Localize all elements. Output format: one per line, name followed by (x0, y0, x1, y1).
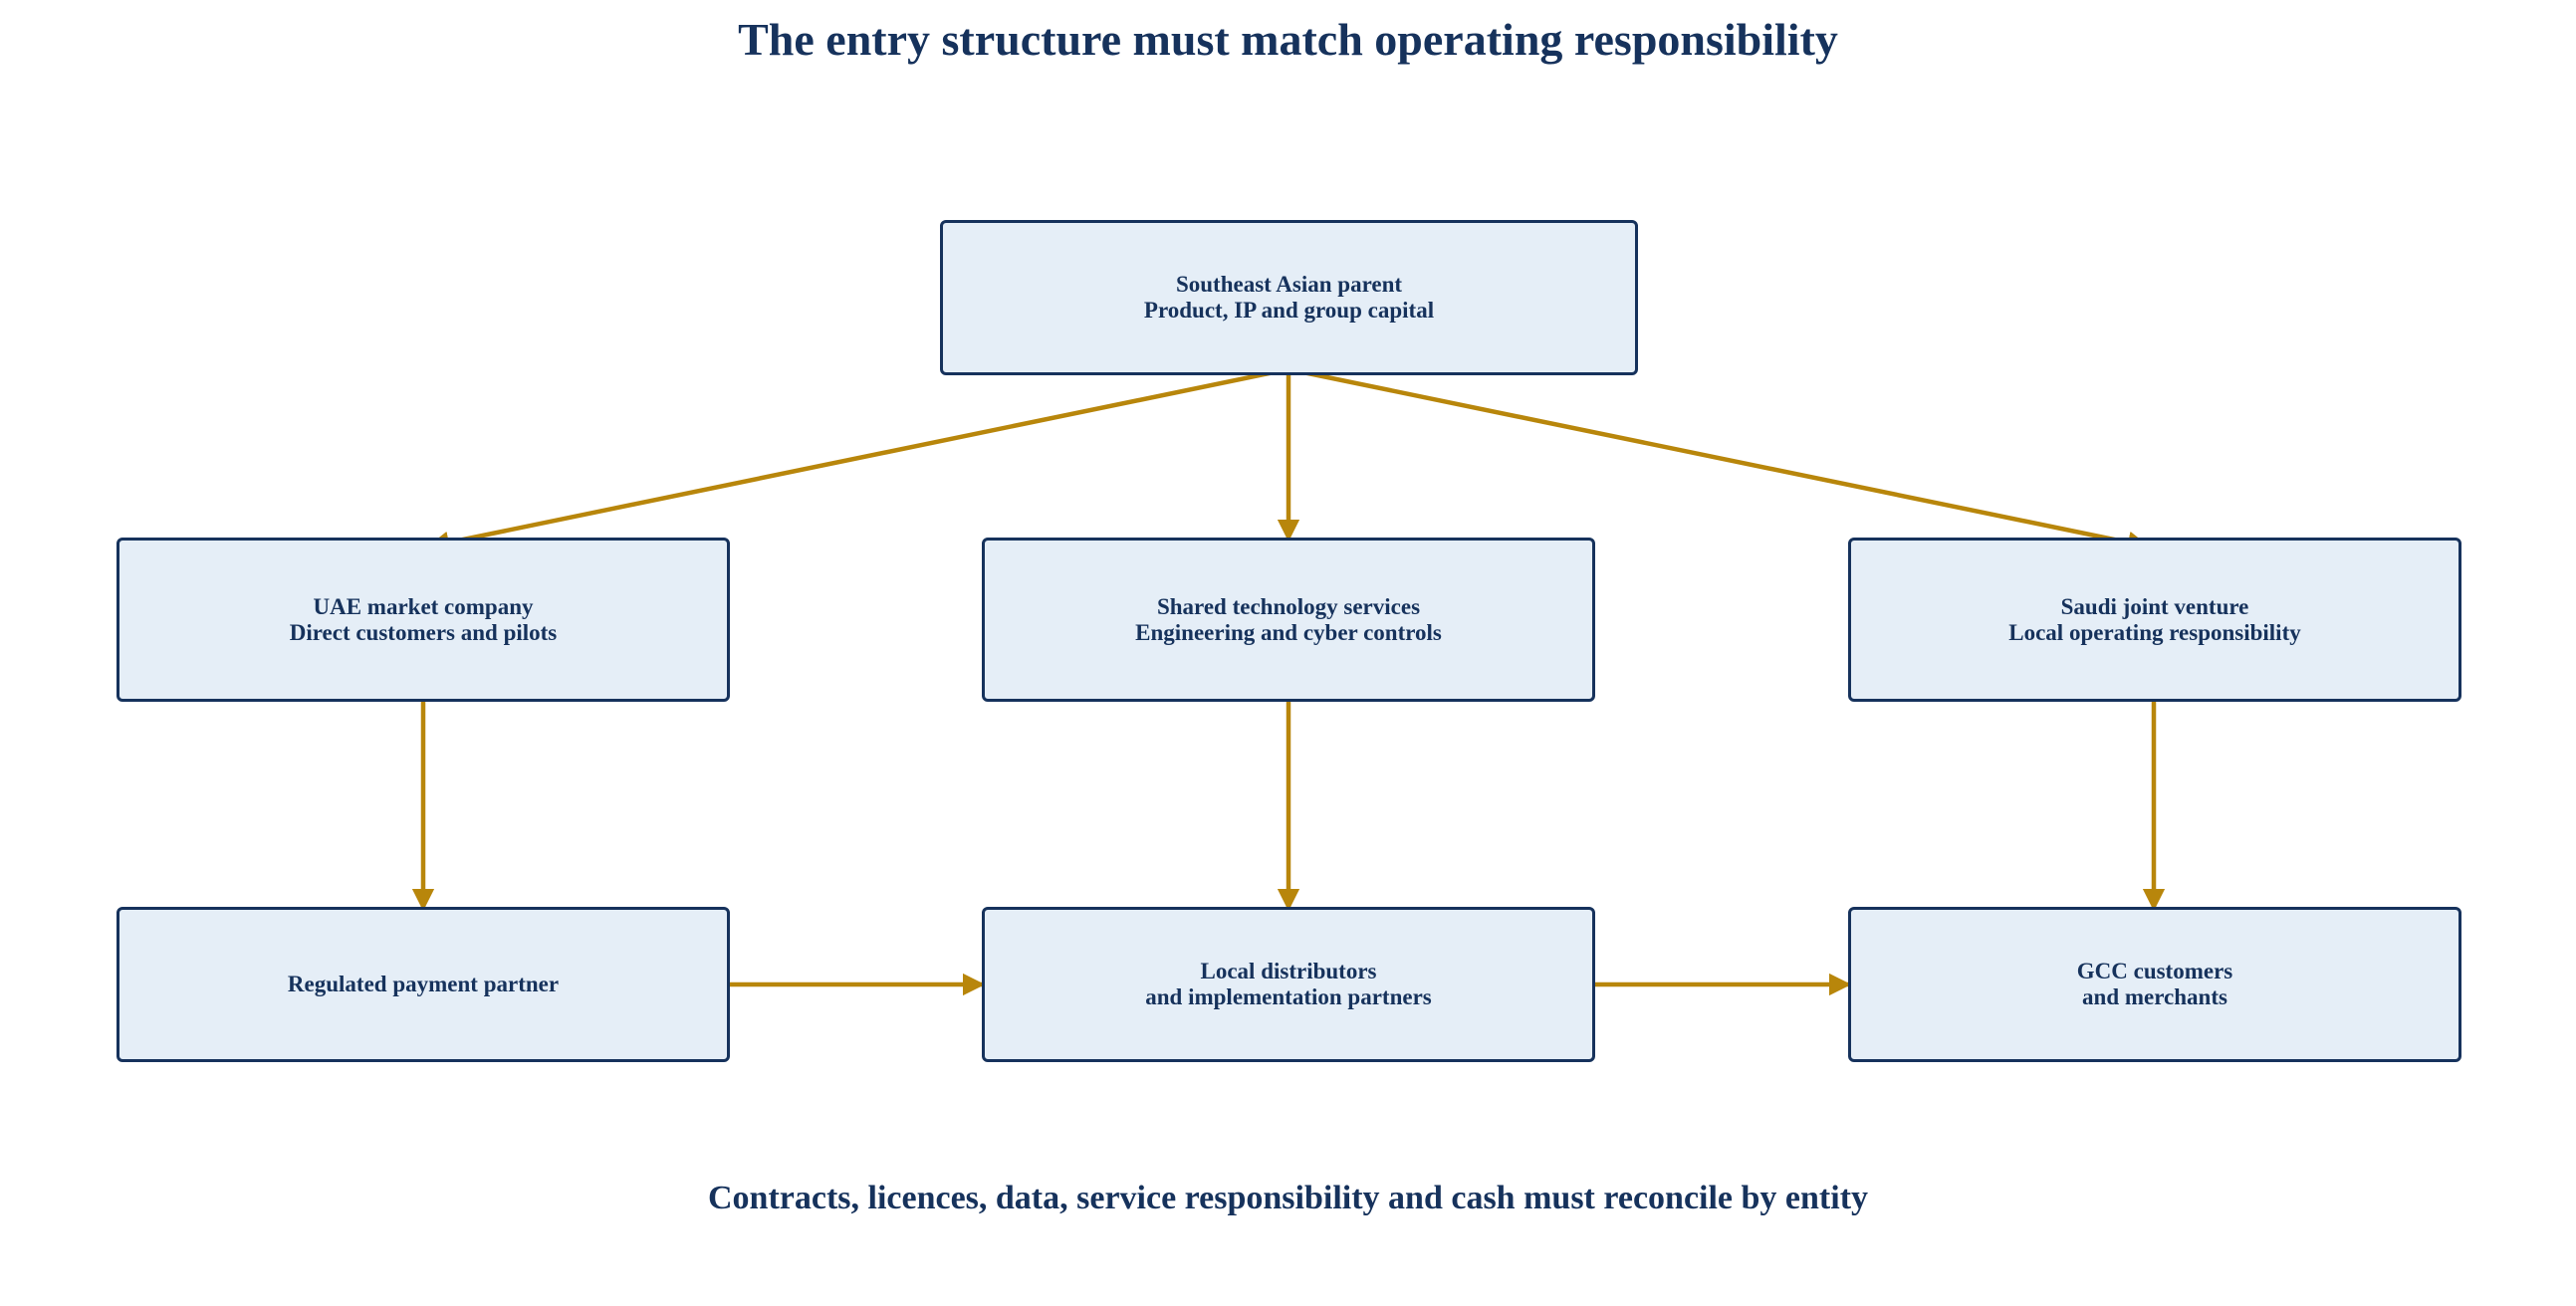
arrow-parent-to-uae (426, 366, 1289, 553)
node-gcc-customers: GCC customers and merchants (1848, 907, 2461, 1062)
node-label-line2: and implementation partners (1145, 984, 1432, 1009)
node-local-distributors: Local distributors and implementation pa… (982, 907, 1595, 1062)
node-label-line2: Product, IP and group capital (1143, 298, 1435, 323)
node-shared-technology-services: Shared technology services Engineering a… (982, 538, 1595, 702)
node-uae-market-company: UAE market company Direct customers and … (117, 538, 730, 702)
node-label-line1: Saudi joint venture (2060, 593, 2249, 619)
arrow-parent-to-saudi (1288, 366, 2151, 553)
node-saudi-joint-venture: Saudi joint venture Local operating resp… (1848, 538, 2461, 702)
node-southeast-asian-parent: Southeast Asian parent Product, IP and g… (940, 220, 1638, 375)
node-label-line2: and merchants (2082, 984, 2227, 1009)
diagram-footer-note: Contracts, licences, data, service respo… (707, 1180, 1869, 1216)
node-regulated-payment-partner: Regulated payment partner (117, 907, 730, 1062)
node-label-line1: UAE market company (313, 593, 534, 619)
node-label-line2: Local operating responsibility (2008, 619, 2301, 645)
node-label-line1: GCC customers (2076, 959, 2233, 983)
node-label-line1: Local distributors (1200, 959, 1377, 983)
node-label-line1: Regulated payment partner (287, 972, 560, 996)
node-label-line1: Southeast Asian parent (1175, 272, 1403, 297)
node-label-line2: Direct customers and pilots (289, 619, 558, 645)
node-label-line2: Engineering and cyber controls (1135, 619, 1442, 645)
node-label-line1: Shared technology services (1156, 593, 1421, 619)
diagram-title: The entry structure must match operating… (738, 14, 1838, 65)
